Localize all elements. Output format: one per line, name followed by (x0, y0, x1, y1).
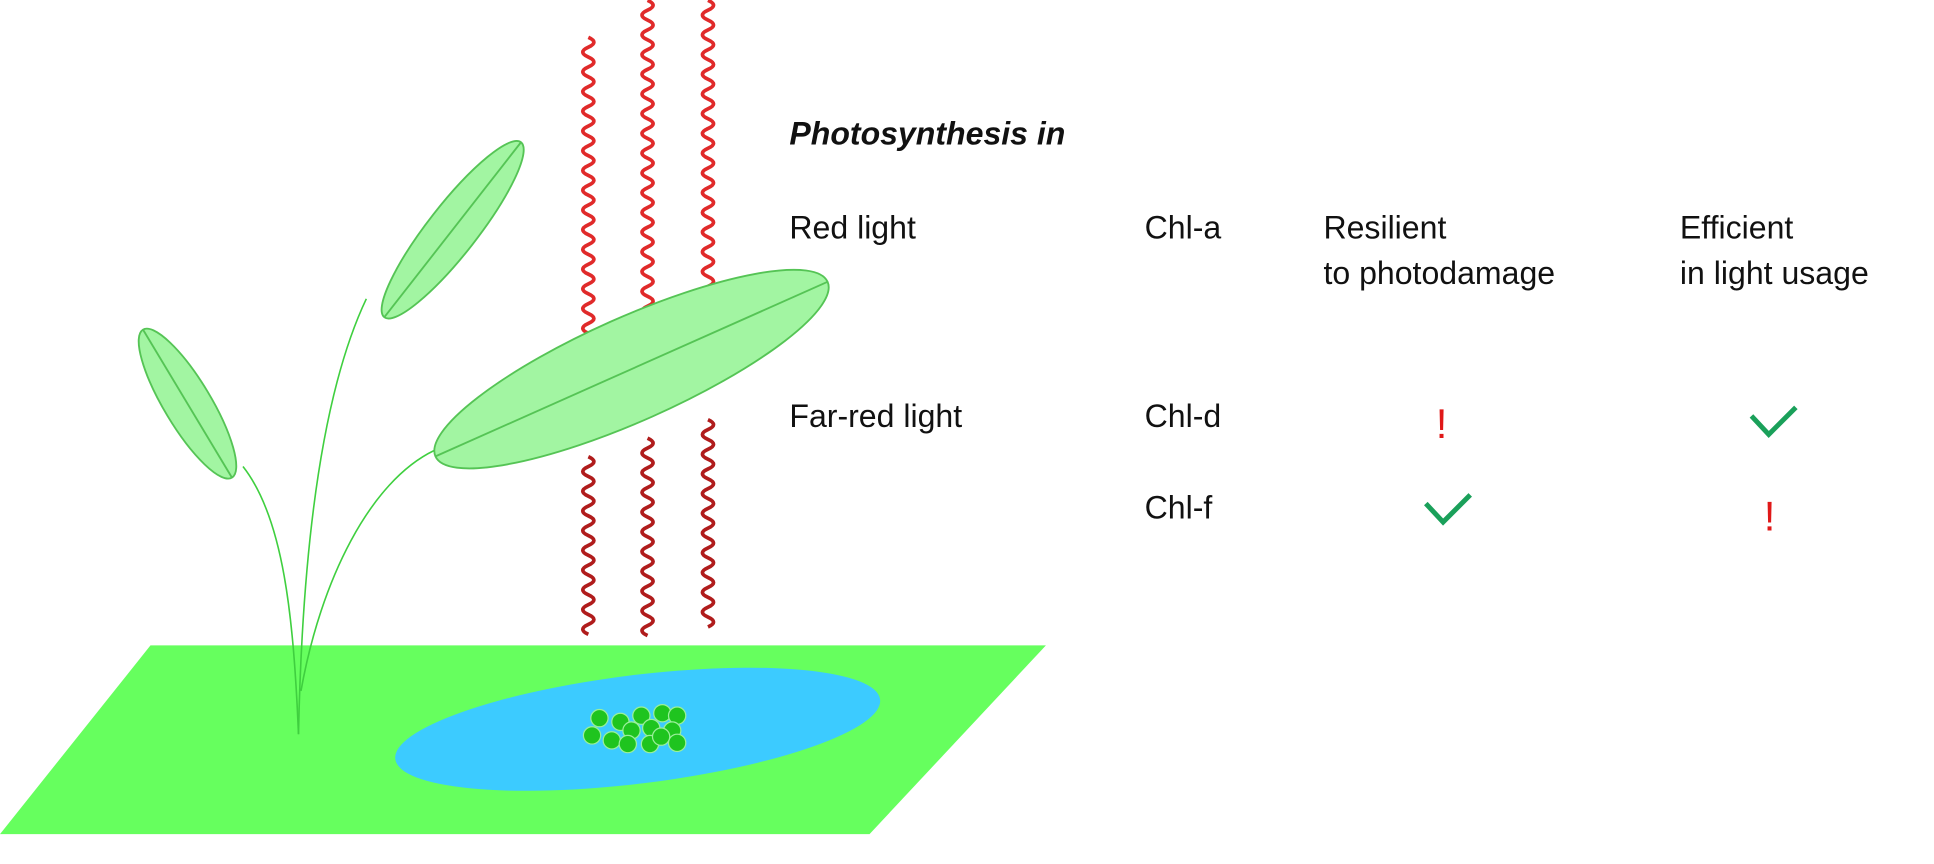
check-icon (1749, 405, 1798, 439)
row-red-light: Red light (789, 209, 916, 245)
algae-cell (582, 726, 602, 745)
warning-icon: ! (1764, 493, 1776, 540)
leaves (137, 140, 525, 480)
algae-cell (651, 727, 671, 746)
row-far-red-light: Far-red light (789, 398, 962, 434)
far-red-light-wave (581, 454, 596, 636)
algae-cluster (582, 703, 687, 754)
pigment-chl-f: Chl-f (1145, 489, 1213, 525)
algae-cell (618, 734, 638, 754)
stem (297, 298, 368, 735)
red-light-wave (581, 35, 596, 345)
algae-cell (602, 731, 622, 750)
far-red-light-wave (700, 417, 716, 629)
warning-icon: ! (1436, 400, 1448, 447)
algae-cell (632, 706, 651, 725)
column-resilient: Resilient (1323, 209, 1446, 245)
plant (242, 298, 435, 735)
light-waves (581, 0, 716, 638)
column-efficient: Efficient (1680, 209, 1794, 245)
far-red-light-wave (640, 436, 655, 638)
stem (300, 449, 435, 692)
leaves-front (433, 268, 830, 470)
column-efficient-2: in light usage (1680, 255, 1869, 291)
title: Photosynthesis in (789, 116, 1065, 152)
algae-cell (667, 733, 687, 753)
red-light-wave (700, 0, 716, 299)
column-resilient-2: to photodamage (1323, 255, 1555, 291)
check-icon (1424, 493, 1472, 526)
algae-cell (590, 708, 609, 728)
red-light-wave (640, 0, 655, 318)
pigment-chl-a: Chl-a (1145, 209, 1222, 245)
stem (242, 466, 300, 735)
pigment-chl-d: Chl-d (1145, 398, 1222, 434)
